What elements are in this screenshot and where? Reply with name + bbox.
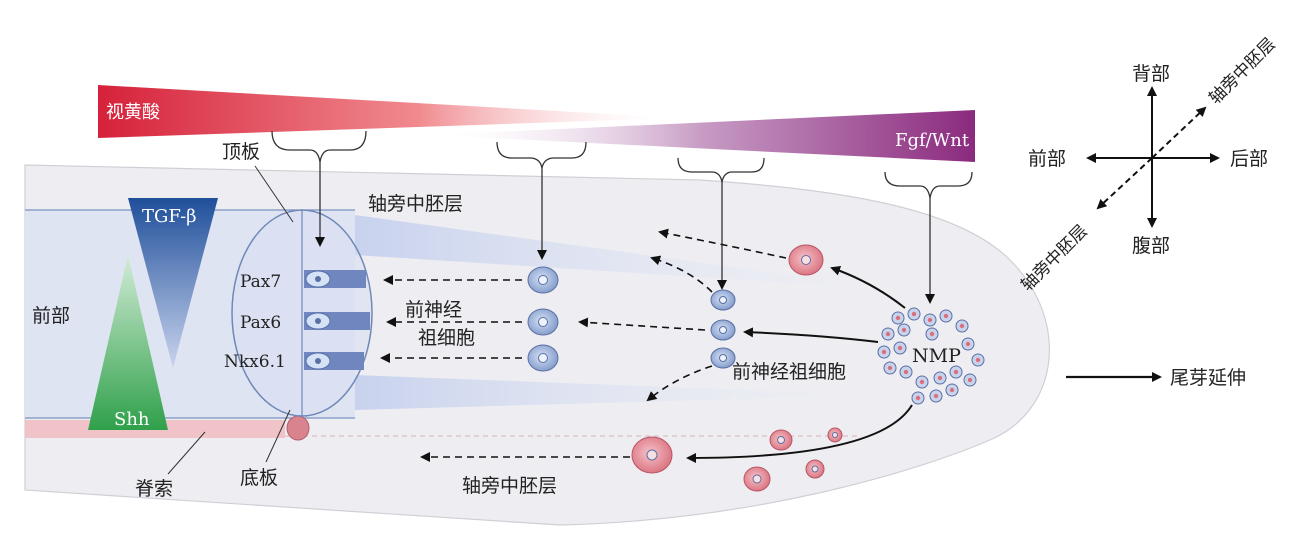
nmp-cell-nucleus bbox=[929, 331, 935, 337]
axis-dorsal-label: 背部 bbox=[1132, 63, 1170, 85]
paraxial-mesoderm-top-label: 轴旁中胚层 bbox=[368, 193, 463, 215]
tgf-beta-label: TGF-β bbox=[142, 206, 197, 227]
floor-plate-cell bbox=[286, 415, 310, 441]
tailbud-extension-label: 尾芽延伸 bbox=[1170, 367, 1246, 389]
shh-label: Shh bbox=[114, 409, 150, 430]
neural-progenitors-label-2: 祖细胞 bbox=[418, 327, 475, 349]
neural-progenitor-cells bbox=[527, 266, 559, 372]
axes-compass bbox=[1086, 86, 1220, 228]
axis-anterior-label: 前部 bbox=[1028, 148, 1066, 170]
nmp-cell-nucleus bbox=[967, 377, 973, 383]
nmp-cell-nucleus bbox=[881, 349, 887, 355]
nmp-cell-nucleus bbox=[903, 369, 909, 375]
paraxial-mesoderm-cells bbox=[631, 244, 843, 492]
shh-gradient bbox=[88, 255, 168, 430]
axis-ventral-label: 腹部 bbox=[1132, 235, 1170, 257]
nmp-cell-nucleus bbox=[887, 365, 893, 371]
notochord-label: 脊索 bbox=[135, 478, 173, 500]
nmp-cell-nucleus bbox=[901, 327, 907, 333]
nmp-cell-nucleus bbox=[927, 317, 933, 323]
nmp-cell-nucleus bbox=[949, 387, 955, 393]
axis-paraxial-lower-label: 轴旁中胚层 bbox=[1017, 221, 1091, 295]
neural-tube-stripe-lower bbox=[355, 375, 880, 410]
nmp-cell-nucleus bbox=[975, 357, 981, 363]
floor-plate-label: 底板 bbox=[240, 467, 278, 489]
retinoic-acid-label: 视黄酸 bbox=[106, 102, 160, 123]
anterior-label: 前部 bbox=[32, 305, 70, 327]
nmp-cell-nucleus bbox=[943, 313, 949, 319]
nmp-cell-nucleus bbox=[919, 379, 925, 385]
axis-posterior-label: 后部 bbox=[1230, 148, 1268, 170]
roof-plate-label: 顶板 bbox=[222, 141, 260, 163]
retinoic-acid-gradient bbox=[98, 85, 680, 138]
neural-progenitors-label-1: 前神经 bbox=[405, 299, 462, 321]
signal-arrows bbox=[315, 162, 935, 304]
nmp-cell-nucleus bbox=[911, 311, 917, 317]
pre-np-to-np-arrows bbox=[578, 228, 787, 402]
nmp-cell-nucleus bbox=[895, 315, 901, 321]
np-to-tube-arrows bbox=[380, 275, 522, 363]
tgf-beta-gradient bbox=[128, 198, 218, 368]
pre-neural-progenitors-label: 前神经祖细胞 bbox=[732, 361, 846, 383]
pre-neural-progenitor-cells bbox=[710, 289, 736, 369]
nmp-arrows bbox=[686, 265, 913, 463]
nmp-cell-nucleus bbox=[897, 345, 903, 351]
fgf-wnt-label: Fgf/Wnt bbox=[895, 130, 970, 151]
nmp-cell-nucleus bbox=[915, 395, 921, 401]
gene-label-nkx61: Nkx6.1 bbox=[224, 352, 286, 372]
nmp-cell-nucleus bbox=[937, 375, 943, 381]
axis-paraxial-upper-label: 轴旁中胚层 bbox=[1205, 34, 1279, 108]
fgf-wnt-gradient bbox=[430, 110, 975, 162]
nmp-cell-nucleus bbox=[959, 323, 965, 329]
nmp-cell-nucleus bbox=[965, 341, 971, 347]
nmp-label: NMP bbox=[912, 345, 961, 367]
nmp-cell-nucleus bbox=[953, 369, 959, 375]
neural-tube-stripe-upper bbox=[355, 215, 900, 290]
gene-label-pax6: Pax6 bbox=[240, 313, 281, 333]
gene-label-pax7: Pax7 bbox=[240, 272, 281, 292]
nmp-cell-nucleus bbox=[885, 331, 891, 337]
nmp-cluster bbox=[877, 307, 985, 405]
nmp-cell-nucleus bbox=[933, 393, 939, 399]
paraxial-mesoderm-bottom-label: 轴旁中胚层 bbox=[462, 475, 557, 497]
